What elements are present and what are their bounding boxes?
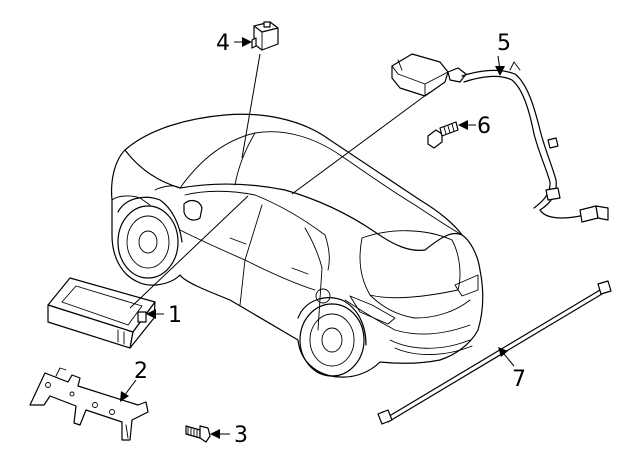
callout-1: 1	[146, 303, 182, 328]
callout-3: 3	[210, 423, 248, 448]
callout-2-label: 2	[134, 359, 148, 384]
part-3-bolt	[185, 425, 211, 443]
part-2-bracket	[29, 367, 149, 441]
callout-1-label: 1	[168, 303, 182, 328]
callout-7-label: 7	[512, 367, 526, 392]
rear-wheel	[297, 297, 367, 377]
callout-6: 6	[458, 114, 491, 139]
callout-6-label: 6	[477, 114, 491, 139]
callout-3-label: 3	[234, 423, 248, 448]
callout-5: 5	[495, 31, 511, 76]
callout-4: 4	[216, 31, 252, 56]
part-4-sensor	[251, 21, 279, 51]
callout-5-label: 5	[497, 31, 511, 56]
part-6-bolt	[427, 121, 459, 149]
part-5-antenna-harness	[391, 53, 609, 223]
part-1-control-module	[47, 277, 156, 349]
front-wheel	[117, 196, 183, 279]
part-7-cable	[377, 280, 612, 425]
vehicle-illustration	[110, 113, 484, 378]
leader-lines	[129, 53, 501, 309]
callout-4-label: 4	[216, 31, 230, 56]
callout-2: 2	[120, 359, 148, 402]
callout-7: 7	[498, 347, 526, 392]
